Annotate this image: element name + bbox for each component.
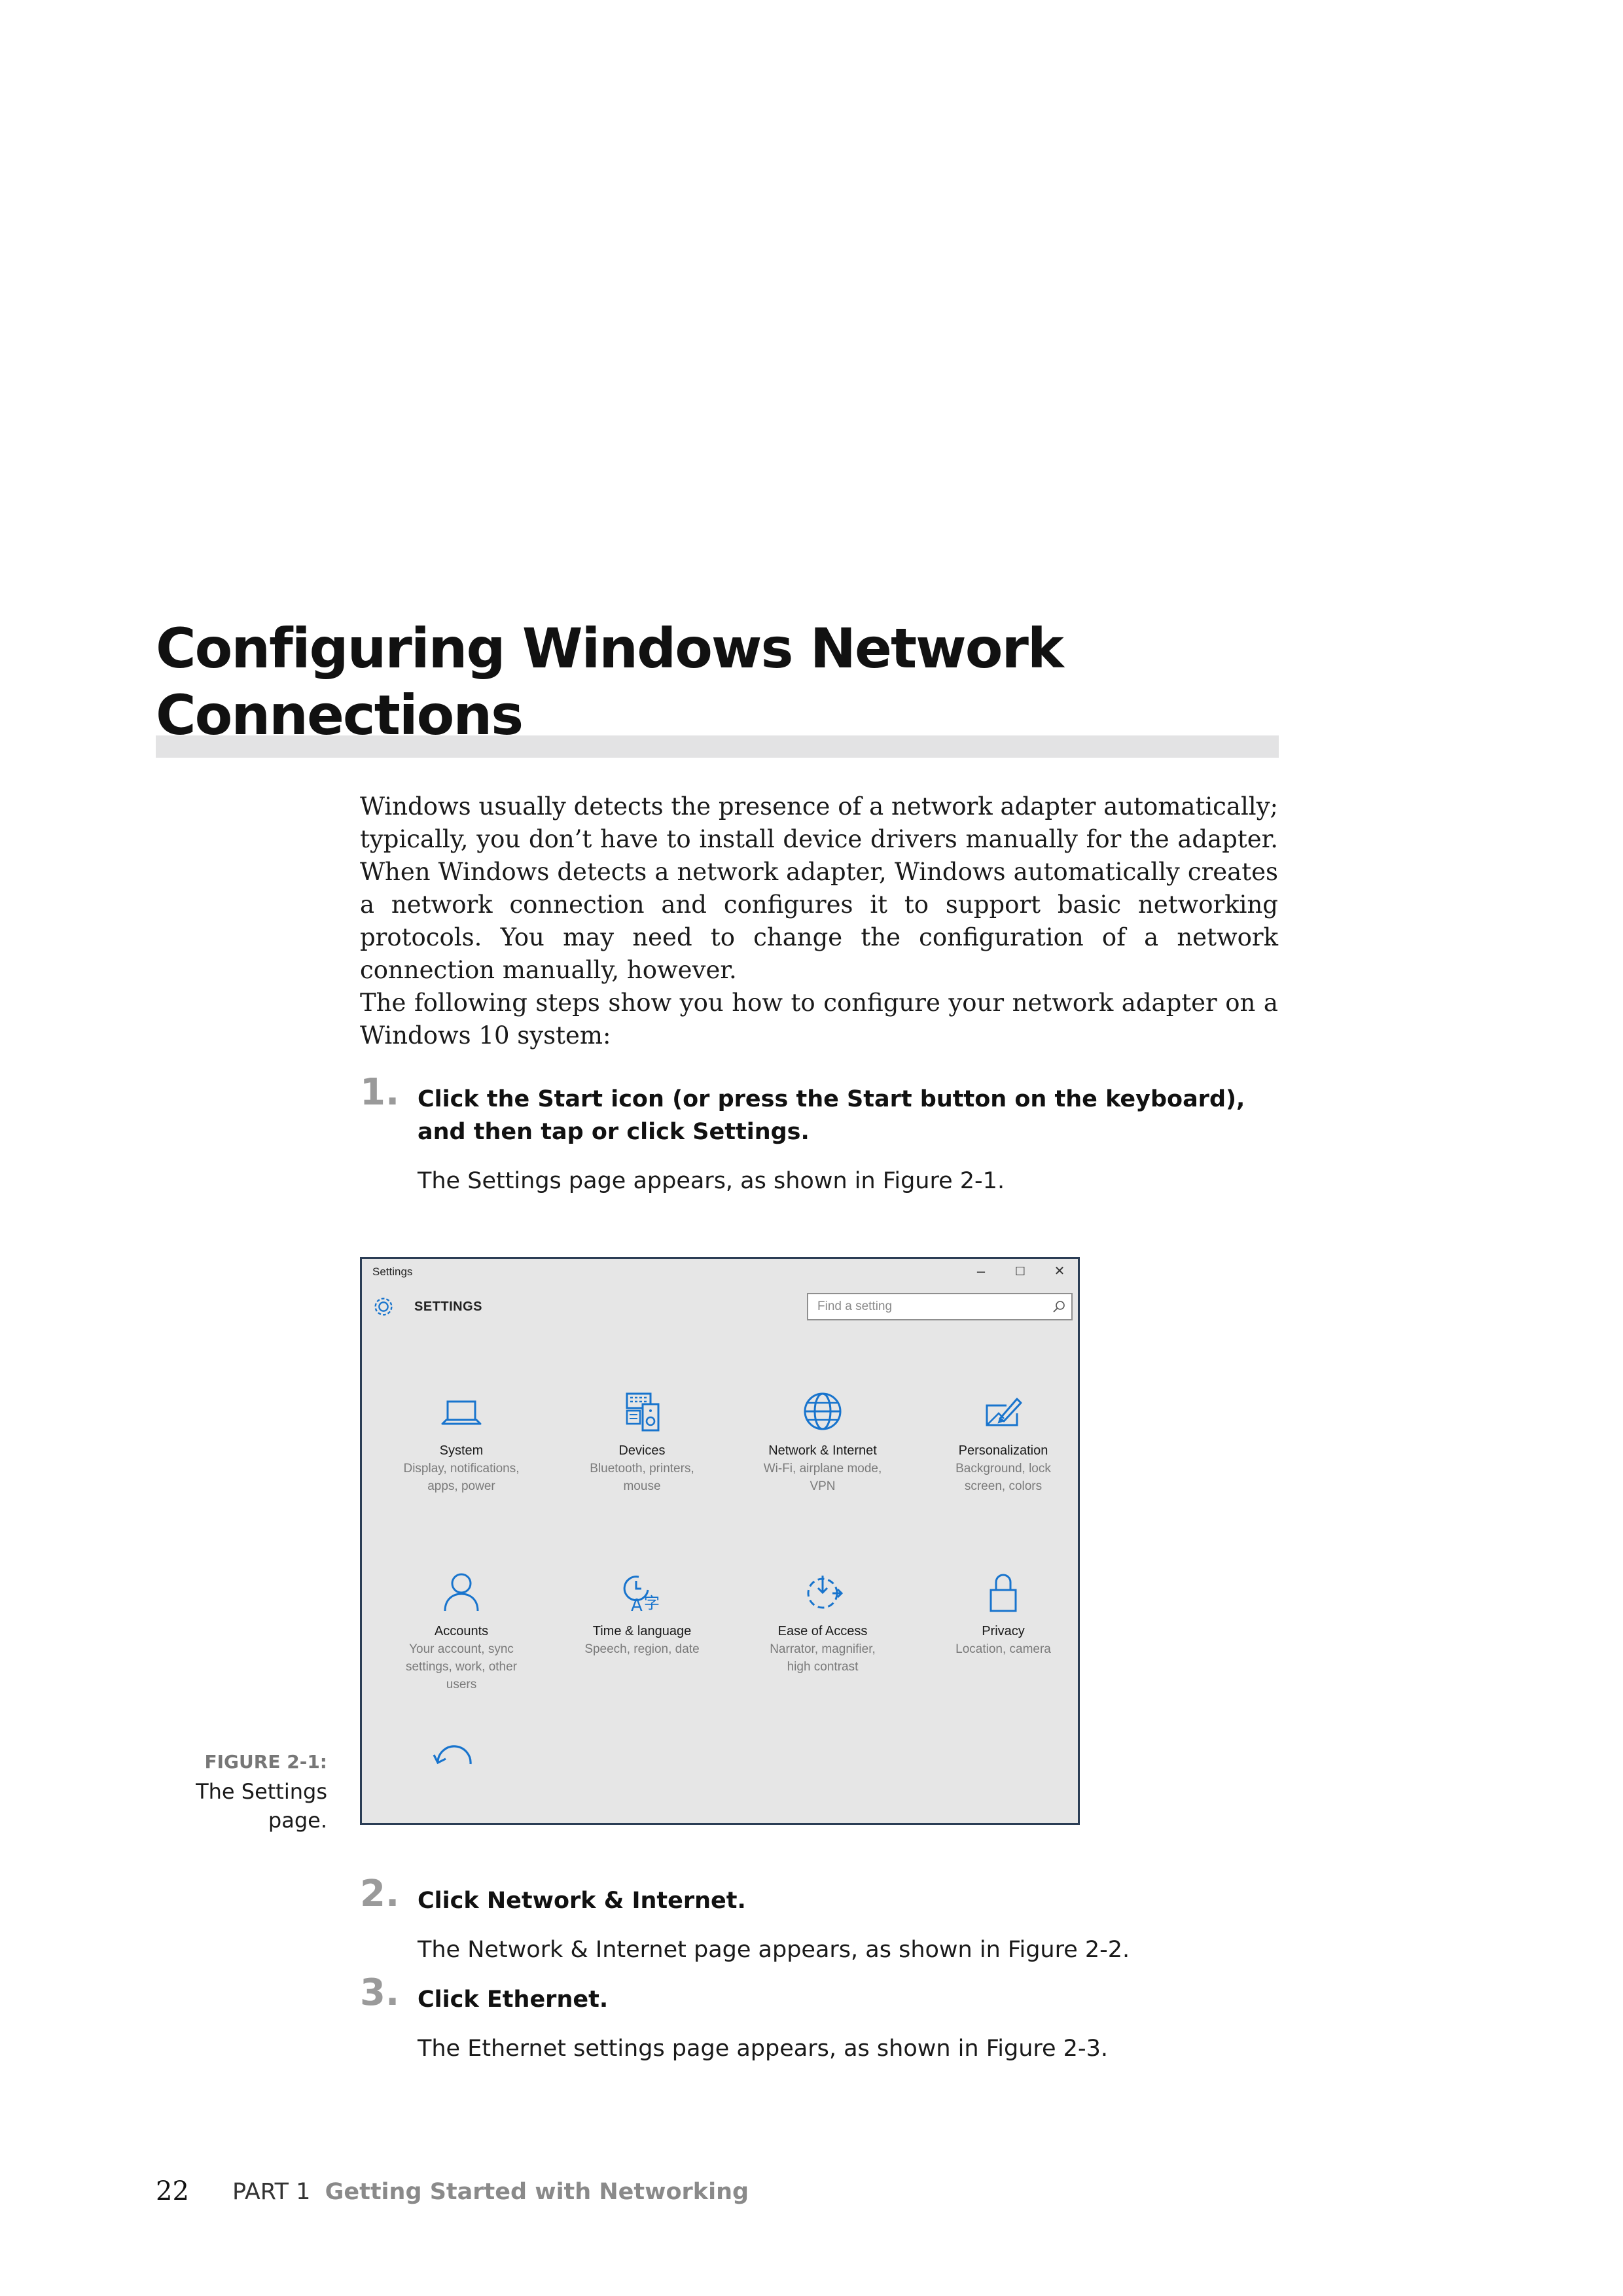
devices-icon <box>626 1392 660 1432</box>
tile-subtitle: Bluetooth, printers, <box>590 1462 694 1475</box>
svg-text:字: 字 <box>644 1594 660 1612</box>
tile-subtitle: mouse <box>623 1479 661 1493</box>
tile-accounts[interactable]: Accounts Your account, sync settings, wo… <box>389 1570 533 1693</box>
step-instruction: Click Network & Internet. <box>418 1888 746 1914</box>
step-number: 1. <box>360 1071 400 1114</box>
heading-line-1: Configuring Windows Network <box>156 616 1064 680</box>
tile-title: System <box>439 1443 484 1458</box>
tile-subtitle: Your account, sync <box>409 1642 514 1656</box>
tile-title: Accounts <box>434 1624 489 1638</box>
section-heading: Configuring Windows Network Connections <box>156 615 1177 749</box>
tile-title: Privacy <box>982 1624 1025 1638</box>
settings-window-screenshot: Settings – ☐ ✕ SETTINGS Find a setting S… <box>360 1257 1080 1825</box>
close-button[interactable]: ✕ <box>1054 1264 1065 1279</box>
step-instruction: Click Ethernet. <box>418 1987 609 2013</box>
tile-subtitle: Background, lock <box>955 1462 1051 1475</box>
steps-intro-paragraph: The following steps show you how to conf… <box>360 989 1278 1050</box>
globe-icon <box>804 1392 842 1430</box>
minimize-button[interactable]: – <box>976 1263 986 1279</box>
tile-subtitle: Location, camera <box>955 1642 1051 1656</box>
time-language-icon: A 字 <box>623 1576 660 1614</box>
heading-underline-bar <box>156 735 1279 758</box>
lock-icon <box>990 1574 1017 1612</box>
part-title: Getting Started with Networking <box>325 2179 749 2205</box>
tile-ease-of-access[interactable]: Ease of Access Narrator, magnifier, high… <box>751 1570 895 1676</box>
search-icon <box>1053 1301 1065 1313</box>
update-security-icon[interactable] <box>427 1744 480 1777</box>
svg-text:A: A <box>631 1596 643 1614</box>
part-label: PART 1 <box>232 2179 311 2205</box>
tile-title: Devices <box>618 1443 666 1458</box>
tile-devices[interactable]: Devices Bluetooth, printers, mouse <box>570 1390 714 1495</box>
tile-subtitle: screen, colors <box>964 1479 1043 1493</box>
page-number: 22 <box>156 2176 189 2206</box>
tile-subtitle: Wi-Fi, airplane mode, <box>763 1462 882 1475</box>
laptop-icon <box>441 1400 482 1425</box>
tile-system[interactable]: System Display, notifications, apps, pow… <box>389 1390 533 1495</box>
tile-network-internet[interactable]: Network & Internet Wi-Fi, airplane mode,… <box>751 1390 895 1495</box>
tile-title: Time & language <box>592 1624 692 1638</box>
settings-header: SETTINGS <box>414 1299 483 1314</box>
tile-subtitle: users <box>446 1678 477 1691</box>
search-input[interactable]: Find a setting <box>807 1293 1073 1320</box>
person-icon <box>444 1573 479 1612</box>
tile-subtitle: Display, notifications, <box>403 1462 520 1475</box>
step-number: 2. <box>360 1873 400 1915</box>
figure-caption: The Settings page. <box>196 1779 327 1833</box>
personalization-icon <box>986 1398 1022 1426</box>
step-number: 3. <box>360 1971 400 2014</box>
tile-title: Personalization <box>958 1443 1048 1458</box>
figure-label: FIGURE 2-1: <box>204 1751 327 1773</box>
tile-subtitle: Narrator, magnifier, <box>770 1642 876 1656</box>
step-result: The Settings page appears, as shown in F… <box>418 1168 1005 1194</box>
tile-privacy[interactable]: Privacy Location, camera <box>931 1570 1075 1658</box>
intro-paragraph: Windows usually detects the presence of … <box>360 792 1278 984</box>
tile-subtitle: apps, power <box>427 1479 495 1493</box>
tile-subtitle: settings, work, other <box>405 1660 518 1674</box>
step-instruction: Click the Start icon (or press the Start… <box>418 1086 1245 1145</box>
step-result: The Ethernet settings page appears, as s… <box>418 2036 1108 2062</box>
step-result: The Network & Internet page appears, as … <box>418 1937 1130 1963</box>
maximize-button[interactable]: ☐ <box>1014 1265 1026 1278</box>
tile-title: Ease of Access <box>777 1624 868 1638</box>
window-title: Settings <box>372 1265 413 1278</box>
tile-subtitle: VPN <box>810 1479 836 1493</box>
tile-subtitle: Speech, region, date <box>584 1642 700 1656</box>
tile-personalization[interactable]: Personalization Background, lock screen,… <box>931 1390 1075 1495</box>
tile-title: Network & Internet <box>768 1443 877 1458</box>
running-footer: PART 1 Getting Started with Networking <box>232 2179 749 2205</box>
search-placeholder: Find a setting <box>817 1299 893 1313</box>
tile-subtitle: high contrast <box>787 1660 859 1674</box>
gear-icon <box>374 1298 393 1316</box>
tile-time-language[interactable]: A 字 Time & language Speech, region, date <box>570 1570 714 1658</box>
ease-of-access-icon <box>807 1576 844 1609</box>
